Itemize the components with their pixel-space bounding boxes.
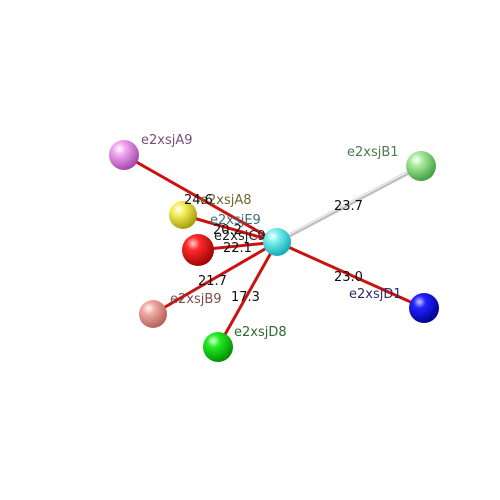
label-E9: e2xsjE9 [210, 213, 261, 228]
distance-B9: 21.7 [198, 274, 227, 289]
bond-B9 [152, 240, 278, 316]
label-center: e2xsjC9 [214, 229, 266, 244]
distance-extra: 22.1 [223, 241, 252, 256]
bond-A8 [182, 213, 278, 244]
atom-B9[interactable] [139, 300, 167, 328]
atom-D8[interactable] [203, 332, 233, 362]
atom-A8[interactable] [169, 201, 197, 229]
bond-D8 [216, 241, 279, 348]
label-A9: e2xsjA9 [141, 133, 193, 148]
bond-B1 [276, 164, 422, 244]
atom-center[interactable] [263, 228, 291, 256]
label-D1: e2xsjD1 [349, 287, 402, 302]
atom-E9[interactable] [182, 234, 214, 266]
bond-A9 [123, 153, 278, 244]
distance-D1: 23.0 [334, 270, 363, 285]
atom-A9[interactable] [109, 140, 139, 170]
label-B9: e2xsjB9 [170, 292, 222, 307]
bond-B1-highlight [276, 164, 422, 242]
distance-B1: 23.7 [334, 199, 363, 214]
distance-E9: 20.2 [213, 223, 242, 238]
distance-D8: 17.3 [231, 290, 260, 305]
label-A8: e2xsjA8 [200, 193, 252, 208]
atom-B1[interactable] [406, 151, 436, 181]
label-B1: e2xsjB1 [347, 145, 399, 160]
label-D8: e2xsjD8 [234, 325, 287, 340]
distance-A8: 24.6 [184, 193, 213, 208]
atom-D1[interactable] [409, 293, 439, 323]
bond-D1 [276, 240, 425, 310]
